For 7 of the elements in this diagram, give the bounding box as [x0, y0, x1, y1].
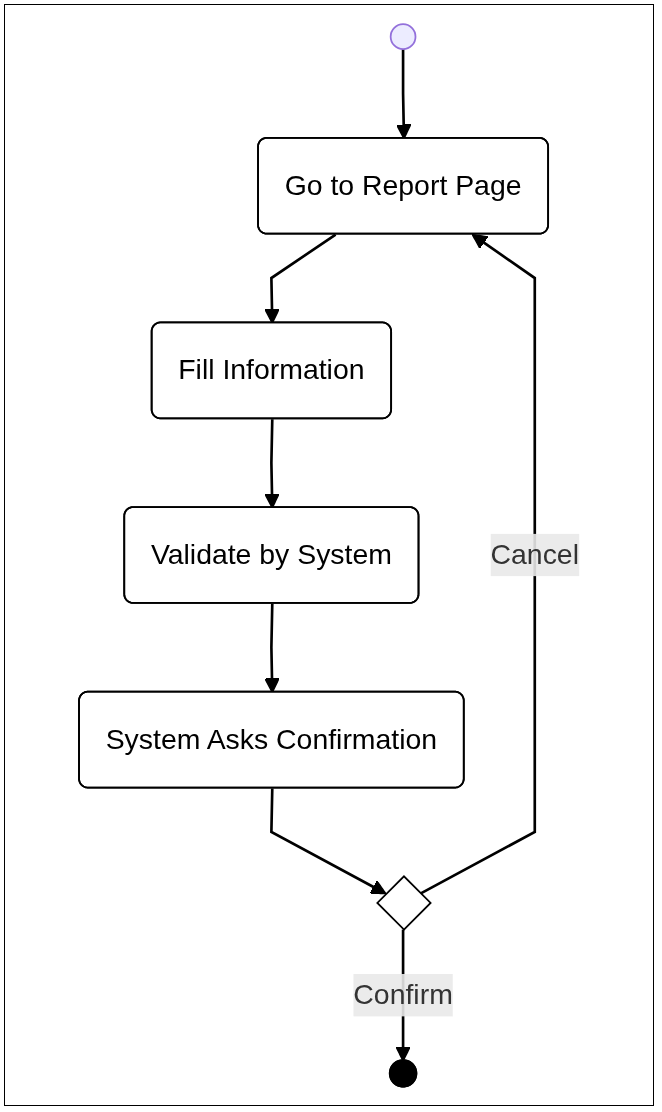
arrow [264, 419, 280, 509]
arrow [419, 233, 537, 895]
edge-label: Cancel [490, 539, 579, 570]
node-circle [389, 23, 417, 50]
node-diamond [376, 875, 432, 931]
arrow [270, 788, 387, 895]
edge-label: Confirm [353, 979, 453, 1010]
